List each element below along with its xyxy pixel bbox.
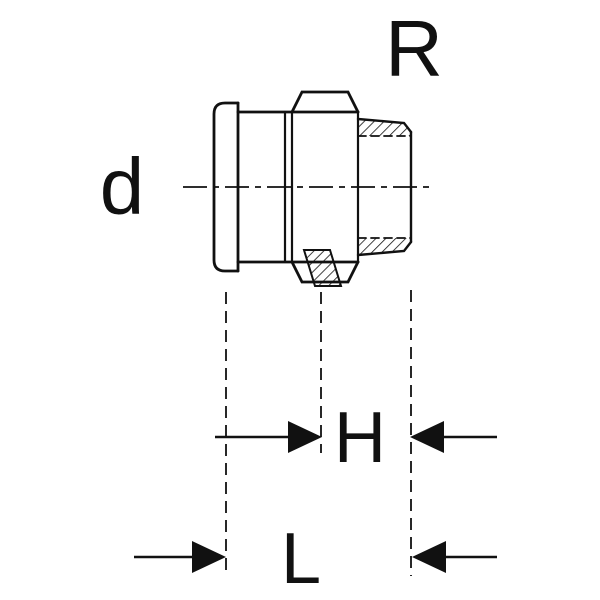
length-dimension-label: L <box>281 519 321 599</box>
dimension-arrow-right-icon <box>192 541 226 573</box>
section-cut-hatch <box>302 249 343 287</box>
extension-lines <box>225 290 412 576</box>
press-socket <box>212 101 360 273</box>
h-dimension <box>215 421 497 453</box>
height-dimension-label: H <box>334 398 386 478</box>
dimension-arrow-left-icon <box>410 421 444 453</box>
fitting-outline <box>212 90 413 287</box>
dimension-arrow-right-icon <box>288 421 322 453</box>
diameter-label: d <box>100 142 145 231</box>
l-dimension <box>134 541 497 573</box>
dimension-arrow-left-icon <box>412 541 446 573</box>
thread-size-label: R <box>385 4 443 93</box>
threaded-end <box>356 117 413 257</box>
